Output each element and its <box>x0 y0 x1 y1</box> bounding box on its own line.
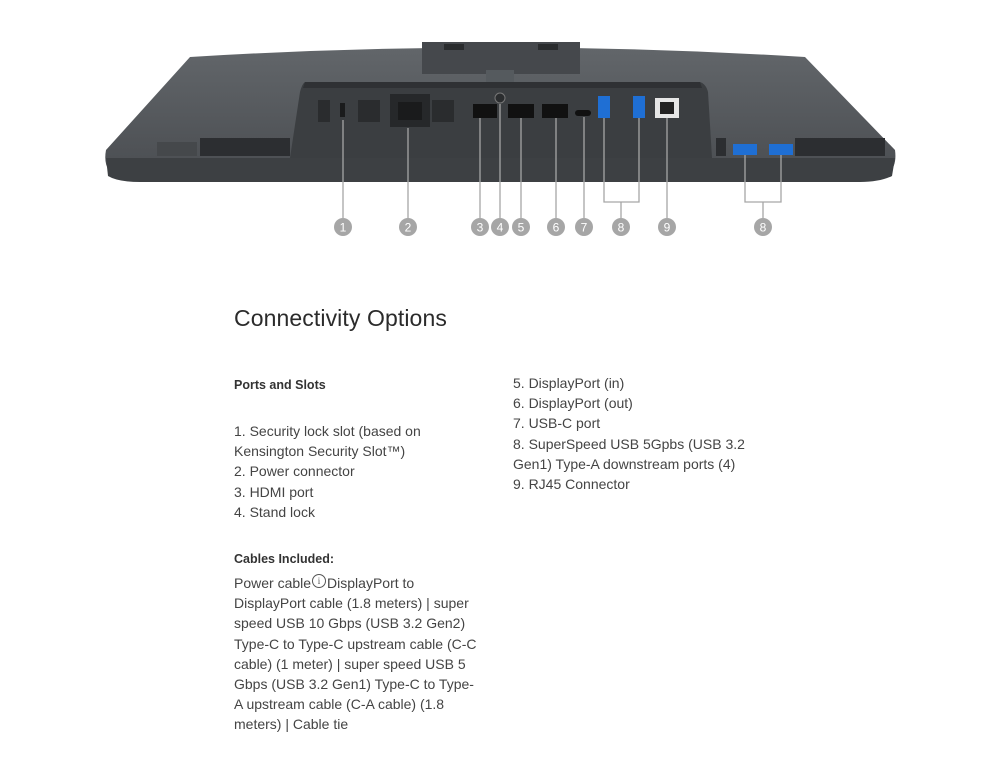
port-list-item: 1. Security lock slot (based on Kensingt… <box>234 423 421 460</box>
callout-marker-5: 5 <box>512 218 530 236</box>
callout-number: 4 <box>497 221 504 235</box>
ports-list-right: 5. DisplayPort (in) 6. DisplayPort (out) 7… <box>513 373 753 494</box>
ports-left-column: Ports and Slots 1. Security lock slot (b… <box>234 375 494 522</box>
usb-a-port <box>769 144 793 155</box>
vents <box>157 138 885 156</box>
usb-a-port <box>733 144 757 155</box>
callout-number: 5 <box>518 221 525 235</box>
callout-number: 3 <box>477 221 484 235</box>
callout-number: 8 <box>760 221 767 235</box>
callout-marker-4: 4 <box>491 218 509 236</box>
info-icon[interactable]: i <box>312 574 327 588</box>
callout-marker-1: 1 <box>334 218 352 236</box>
callout-marker-8: 8 <box>612 218 630 236</box>
ports-right-column: 5. DisplayPort (in) 6. DisplayPort (out) 7… <box>513 373 753 494</box>
callout-marker-3: 3 <box>471 218 489 236</box>
callout-marker-2: 2 <box>399 218 417 236</box>
port-list-item: 5. DisplayPort (in) <box>513 375 625 391</box>
callout-number: 2 <box>405 221 412 235</box>
port-list-item: 7. USB-C port <box>513 415 601 432</box>
callout-marker-7: 7 <box>575 218 593 236</box>
port-list-item: 6. DisplayPort (out) <box>513 395 633 412</box>
hdmi-port <box>473 104 497 118</box>
leader-lines <box>342 104 782 218</box>
cables-heading: Cables Included: <box>234 552 335 566</box>
usb-c-port <box>575 110 591 116</box>
usb-a-port <box>598 96 610 118</box>
security-lock-slot <box>340 103 345 117</box>
cables-text-rest: DisplayPort to DisplayPort cable (1.8 me… <box>234 575 477 733</box>
callout-number: 6 <box>553 221 560 235</box>
port-list-item: 4. Stand lock <box>234 503 315 520</box>
ports-heading: Ports and Slots <box>234 378 326 392</box>
callout-marker-9: 9 <box>658 218 676 236</box>
stand-lock <box>494 92 506 104</box>
callout-number: 1 <box>340 221 347 235</box>
callout-number: 9 <box>664 221 671 235</box>
callout-marker-8: 8 <box>754 218 772 236</box>
callout-number: 7 <box>581 221 588 235</box>
callout-marker-6: 6 <box>547 218 565 236</box>
displayport-in <box>508 104 534 118</box>
callout-number: 8 <box>618 221 625 235</box>
port-list-item: 9. RJ45 Connector <box>513 476 630 493</box>
displayport-out <box>542 104 568 118</box>
port-list-item: 3. HDMI port <box>234 483 314 500</box>
port-list-item: 2. Power connector <box>234 463 355 480</box>
cables-text-start: Power cable <box>234 575 312 591</box>
usb-a-port <box>633 96 645 118</box>
ports-list-left: 1. Security lock slot (based on Kensingt… <box>234 421 494 522</box>
section-title: Connectivity Options <box>234 305 447 331</box>
port-list-item: 8. SuperSpeed USB 5Gpbs (USB 3.2 Gen1) T… <box>513 435 745 472</box>
